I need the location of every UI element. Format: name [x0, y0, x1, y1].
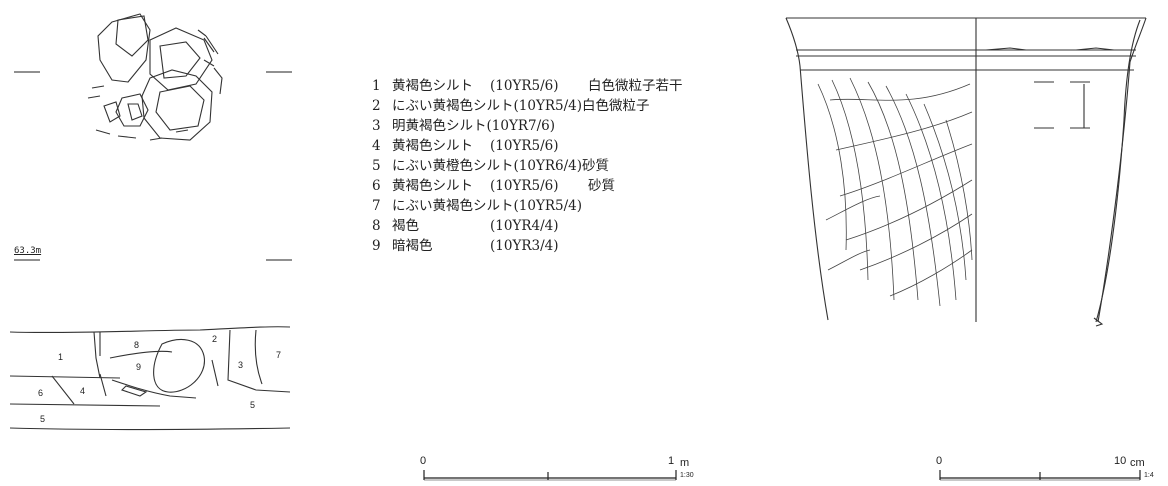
section-label-3: 3 [238, 360, 244, 370]
legend-num: 6 [372, 178, 381, 194]
legend-code: (10YR5/6) [490, 178, 559, 194]
legend-item: 1 黄褐色シルト (10YR5/6) 白色微粒子若干 [372, 78, 683, 94]
legend-note: 白色微粒子若干 [588, 78, 683, 94]
scale-left-ratio: 1:30 [680, 472, 694, 479]
legend-num: 9 [372, 238, 381, 254]
legend-item: 5 にぶい黄橙色シルト(10YR6/4)砂質 [372, 158, 609, 174]
scale-right-start: 0 [936, 455, 943, 467]
scale-right-ratio: 1:4 [1144, 472, 1154, 479]
legend-code: (10YR4/4) [490, 218, 559, 234]
legend-num: 5 [372, 158, 381, 174]
legend-note: 砂質 [582, 158, 610, 174]
legend-code: (10YR5/6) [490, 78, 559, 94]
section-label-2: 2 [212, 334, 218, 344]
legend-note: 砂質 [588, 178, 615, 194]
legend-desc: にぶい黄橙色シルト [392, 158, 514, 174]
legend-note: 白色微粒子 [582, 98, 650, 114]
elevation-label: 63.3m [14, 246, 42, 256]
legend-num: 1 [372, 78, 381, 94]
section-label-4: 4 [80, 386, 86, 396]
scale-left-unit: m [680, 457, 690, 469]
section-label-7: 7 [276, 350, 282, 360]
legend-code: (10YR6/4) [513, 158, 583, 174]
legend-num: 2 [372, 98, 381, 114]
section-label-6: 6 [38, 388, 44, 398]
legend-item: 6 黄褐色シルト (10YR5/6) 砂質 [372, 178, 615, 194]
legend-code: (10YR7/6) [486, 118, 556, 134]
section-label-5a: 5 [40, 414, 46, 424]
legend-code: (10YR3/4) [490, 238, 559, 254]
legend-item: 9 暗褐色 (10YR3/4) [372, 238, 559, 254]
legend-code: (10YR5/4) [513, 198, 583, 214]
legend-item: 2 にぶい黄褐色シルト(10YR5/4)白色微粒子 [372, 98, 650, 114]
legend-desc: 褐色 [392, 218, 419, 234]
legend-desc: 黄褐色シルト [392, 78, 473, 94]
legend-num: 7 [372, 198, 381, 214]
section-label-8: 8 [134, 340, 140, 350]
legend-num: 3 [372, 118, 381, 134]
scale-left-end: 1 [668, 455, 675, 467]
legend-num: 4 [372, 138, 381, 154]
legend-item: 7 にぶい黄褐色シルト(10YR5/4) [372, 198, 582, 214]
legend-desc: 黄褐色シルト [392, 178, 473, 194]
legend-num: 8 [372, 218, 381, 234]
legend-desc: にぶい黄褐色シルト [392, 98, 514, 114]
legend-desc: 黄褐色シルト [392, 138, 473, 154]
scale-left-start: 0 [420, 455, 427, 467]
section-label-1: 1 [58, 352, 64, 362]
scale-right-end: 10 [1114, 455, 1127, 467]
legend-desc: 明黄褐色シルト [392, 118, 487, 134]
legend-item: 3 明黄褐色シルト(10YR7/6) [372, 118, 555, 134]
legend-desc: にぶい黄褐色シルト [392, 198, 514, 214]
legend-item: 4 黄褐色シルト (10YR5/6) [372, 138, 559, 154]
legend-desc: 暗褐色 [392, 238, 433, 254]
section-label-9: 9 [136, 362, 142, 372]
legend-code: (10YR5/4) [513, 98, 583, 114]
legend-code: (10YR5/6) [490, 138, 559, 154]
scale-right-unit: cm [1130, 457, 1145, 469]
legend-item: 8 褐色 (10YR4/4) [372, 218, 559, 234]
section-label-5b: 5 [250, 400, 256, 410]
